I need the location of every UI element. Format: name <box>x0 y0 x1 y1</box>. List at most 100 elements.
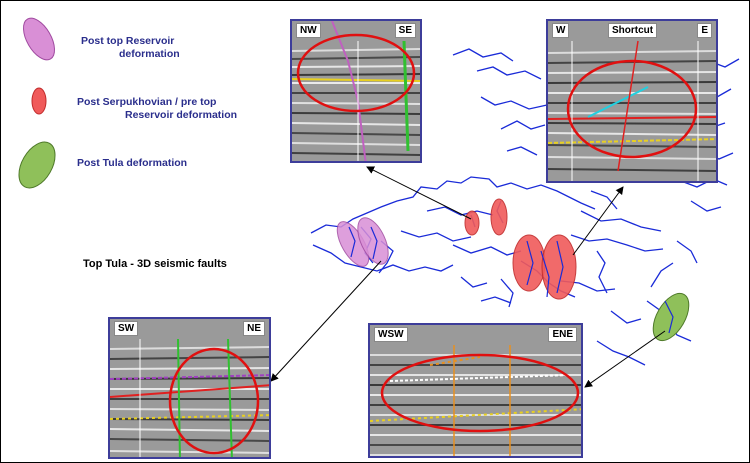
fault-red <box>617 40 639 172</box>
fault-line <box>676 240 698 264</box>
legend-swatch-purple <box>23 17 55 61</box>
well-green <box>227 338 233 457</box>
seismic-section <box>110 338 269 457</box>
seismic-section <box>548 40 716 181</box>
connector-arrows <box>270 166 666 388</box>
fault-line <box>500 120 546 130</box>
reflector <box>292 112 420 115</box>
fault-line <box>556 240 564 294</box>
arrow-to-nw-se <box>366 166 472 220</box>
fault-line <box>452 244 522 256</box>
highlight-ellipse <box>168 347 260 455</box>
map-ellipse-purple <box>357 217 389 265</box>
horizon-red <box>548 116 716 120</box>
fault-line <box>570 234 664 252</box>
reflector <box>548 132 716 136</box>
horizon-white-dashed <box>389 374 571 382</box>
map-title: Top Tula - 3D seismic faults <box>83 258 227 270</box>
map-ellipse-red <box>512 234 546 292</box>
fault-line <box>590 190 618 210</box>
seismic-section <box>292 21 420 161</box>
fault-line <box>500 278 514 308</box>
legend-swatch-green <box>18 141 56 189</box>
fault-line <box>680 178 728 188</box>
fault-line <box>460 276 488 288</box>
well-green <box>402 40 410 152</box>
fault-line <box>310 176 596 234</box>
fault-line <box>596 250 608 294</box>
panel-label-left: SW <box>114 321 139 336</box>
map-ellipse-red <box>490 198 508 236</box>
legend-swatch-red <box>31 87 47 115</box>
seismic-section <box>370 345 581 456</box>
panel-label-left: W <box>552 23 570 38</box>
fault-line <box>664 300 674 334</box>
fault-trace-purple <box>331 21 367 161</box>
horizon-cyan <box>587 86 649 118</box>
arrow-to-w-e <box>572 186 624 256</box>
well-green <box>177 338 181 457</box>
fault-line <box>370 226 378 260</box>
panel-label-right: NE <box>243 321 265 336</box>
fault-line <box>610 310 642 324</box>
reflector <box>110 438 269 442</box>
fault-line <box>480 296 512 304</box>
reflector <box>110 367 269 370</box>
reflector <box>548 144 716 148</box>
legend-symbols <box>18 17 56 189</box>
fault-line <box>650 262 674 288</box>
fault-line <box>476 66 542 80</box>
reflector <box>548 122 716 125</box>
panel-label-right: SE <box>394 23 416 38</box>
reflector <box>548 81 716 84</box>
reflector <box>548 168 716 172</box>
fault-line <box>452 48 514 62</box>
legend-text: deformation <box>119 48 180 60</box>
reflector <box>110 408 269 411</box>
arrow-to-sw-ne <box>270 260 382 382</box>
fault-line <box>540 250 550 298</box>
reflector <box>110 428 269 432</box>
panel-label-left: WSW <box>374 327 408 342</box>
reflector <box>292 152 420 156</box>
legend-text: Post top Reservoir <box>81 35 175 47</box>
fault-line <box>690 200 722 212</box>
map-ellipse-green <box>652 292 690 342</box>
legend-text: Post Serpukhovian / pre top <box>77 96 217 108</box>
fault-line <box>426 206 494 216</box>
reflector <box>110 450 269 454</box>
fault-line <box>526 240 534 286</box>
highlight-ellipse <box>566 59 698 159</box>
fault-line <box>596 340 646 366</box>
horizon-purple <box>110 374 269 380</box>
reflector <box>292 102 420 105</box>
reflector <box>110 346 269 350</box>
horizon-yellow <box>548 138 716 144</box>
horizon-yellow <box>110 414 269 420</box>
panel-label-right: ENE <box>548 327 577 342</box>
faults-over-ellipses <box>348 226 674 334</box>
fault-line <box>312 244 454 272</box>
horizon-red <box>110 384 269 398</box>
map-ellipse-red <box>541 234 577 300</box>
highlight-ellipse <box>380 353 580 433</box>
reflector <box>292 73 420 76</box>
reflector <box>548 71 716 74</box>
panel-label-shortcut: Shortcut <box>608 23 658 38</box>
seismic-panel-nw-se: NW SE <box>290 19 422 163</box>
reflector <box>292 56 420 60</box>
seismic-panel-w-e: W Shortcut E <box>546 19 718 183</box>
legend-text: Reservoir deformation <box>125 109 238 121</box>
reflector <box>292 65 420 68</box>
fault-line <box>480 96 548 110</box>
legend-label-top-reservoir: Post top Reservoir deformation <box>81 35 180 61</box>
reflector <box>548 112 716 115</box>
fault-line <box>348 226 356 258</box>
reflector <box>292 122 420 126</box>
legend-label-tula: Post Tula deformation <box>77 157 187 170</box>
legend-label-serpukhovian: Post Serpukhovian / pre top Reservoir de… <box>77 96 237 122</box>
seismic-panel-sw-ne: SW NE <box>108 317 271 459</box>
map-ellipse-red <box>464 210 480 236</box>
reflector <box>548 50 716 54</box>
